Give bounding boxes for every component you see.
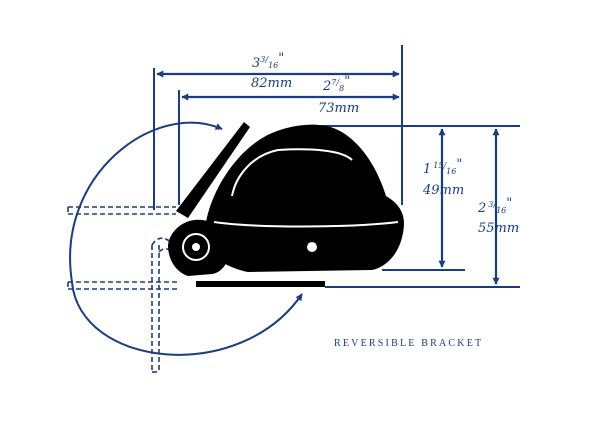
side-screw <box>305 240 319 254</box>
overall-width-mm: 82mm <box>251 76 292 91</box>
caption: REVERSIBLE BRACKET <box>334 338 483 349</box>
dome-highlight <box>231 148 353 197</box>
arc-upper <box>69 121 223 283</box>
overall-width-inch: 33/16" <box>252 51 284 71</box>
rotation-arrows <box>69 121 303 356</box>
housing-width-inch: 27/8" <box>322 74 350 94</box>
housing-line <box>213 221 399 228</box>
reversed-bracket-outline <box>67 206 181 373</box>
overall-height-mm: 55mm <box>478 221 519 236</box>
housing-width-mm: 73mm <box>318 101 359 116</box>
extension-lines <box>153 45 520 288</box>
mount-plate <box>176 122 250 218</box>
dimension-arrows <box>156 70 500 285</box>
compass-silhouette <box>168 122 404 287</box>
pivot-knob-inner <box>192 243 200 251</box>
housing-height-mm: 49mm <box>422 183 464 198</box>
arc-lower <box>71 281 303 356</box>
base-plate <box>196 281 325 287</box>
